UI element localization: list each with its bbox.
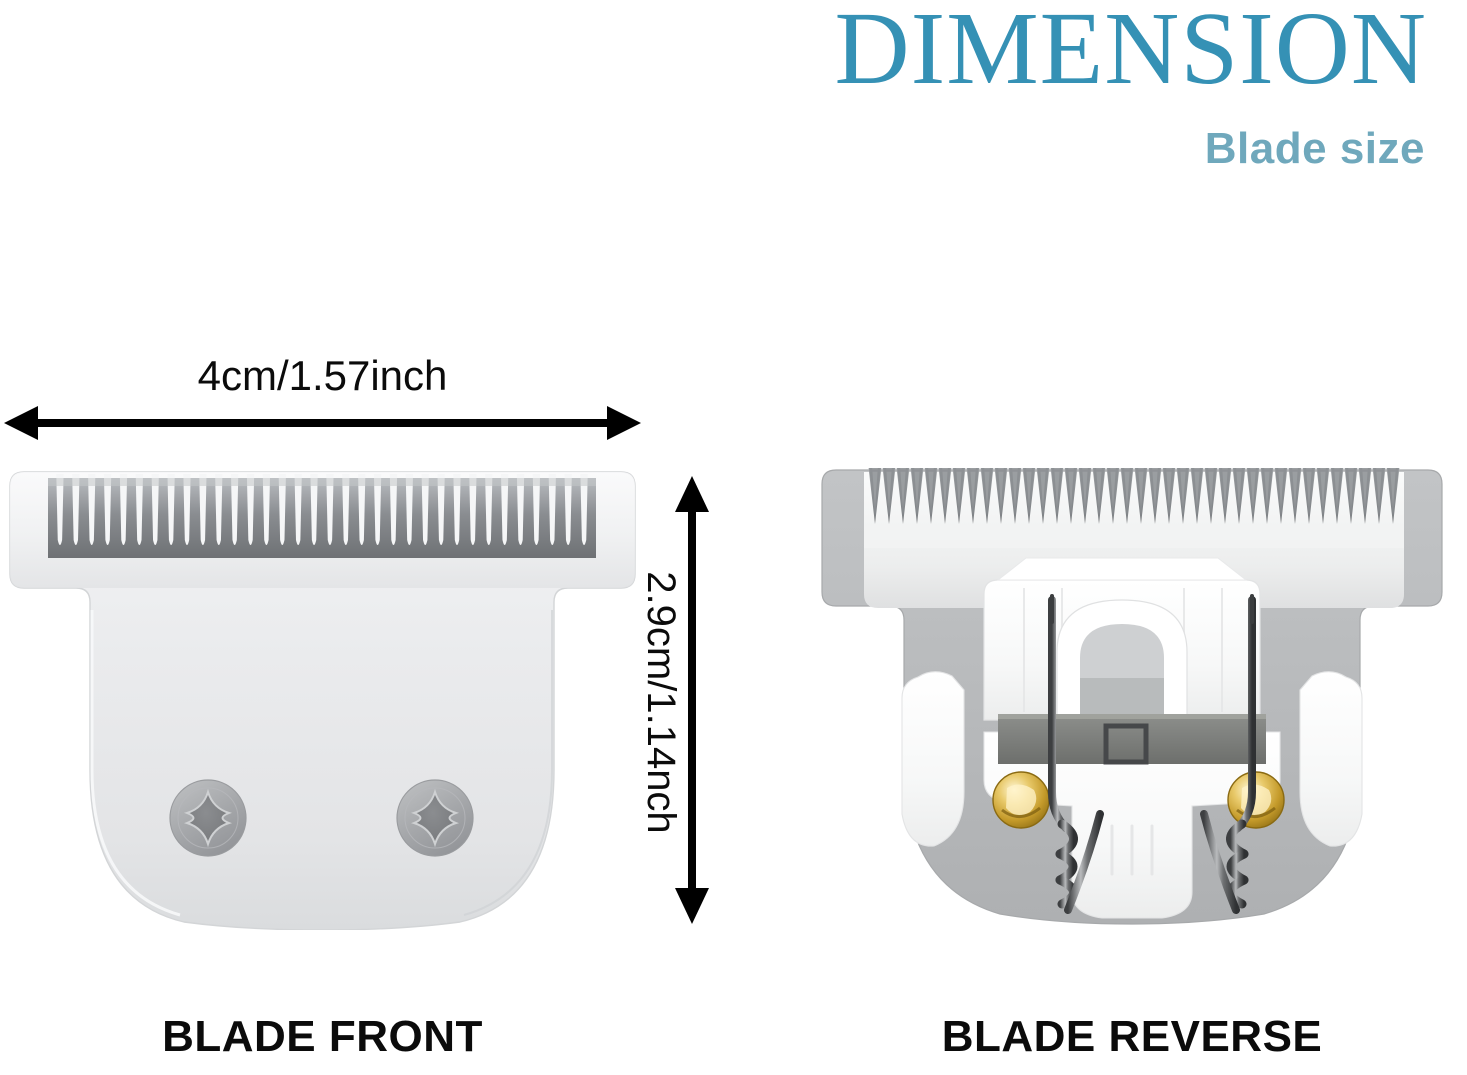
blade-front-tooth-gap	[199, 474, 207, 545]
blade-reverse-tooth-shade	[1037, 468, 1049, 520]
blade-reverse-teeth	[868, 468, 1400, 524]
blade-reverse-tooth-shade	[1345, 468, 1357, 520]
height-dimension-annotation: 2.9cm/1.14nch	[639, 470, 765, 935]
blade-front-tooth-gap	[56, 474, 64, 545]
blade-reverse-tooth-shade	[1317, 468, 1329, 520]
blade-front-tooth-gap	[500, 474, 509, 545]
blade-reverse-tooth-shade	[1051, 468, 1063, 520]
blade-front-tooth-gap	[246, 474, 255, 545]
blade-front-tooth-gap	[119, 474, 128, 545]
blade-front-tooth-gap	[262, 474, 271, 545]
blade-reverse-tooth-shade	[1023, 468, 1035, 520]
blade-reverse-tooth-shade	[1093, 468, 1105, 520]
blade-front-tooth-gap	[151, 474, 159, 545]
blade-reverse-tooth-shade	[869, 468, 881, 520]
blade-front-screw-right	[396, 779, 474, 857]
blade-reverse-tooth-shade	[1289, 468, 1301, 520]
blade-front-tooth-gap	[405, 474, 414, 545]
blade-front-tooth-gap	[389, 474, 398, 545]
page-subtitle: Blade size	[1204, 124, 1425, 173]
blade-reverse-tooth-shade	[1191, 468, 1203, 520]
blade-reverse-metal-bar	[998, 714, 1266, 765]
blade-reverse-tooth-shade	[1065, 468, 1077, 520]
blade-reverse-tooth-shade	[1275, 468, 1287, 520]
blade-reverse-tooth-shade	[925, 468, 937, 520]
blade-front-tooth-gap	[421, 474, 429, 545]
blade-reverse-tooth-shade	[1163, 468, 1175, 520]
blade-front-tooth-gap	[215, 474, 223, 545]
blade-reverse-gold-screw-left	[992, 771, 1050, 829]
blade-reverse-tooth-shade	[1387, 468, 1399, 520]
blade-front-tooth-gap	[580, 474, 588, 545]
blade-front-tooth-gap	[564, 474, 572, 545]
blade-reverse-tooth-shade	[1107, 468, 1119, 520]
blade-reverse-tooth-shade	[1079, 468, 1091, 520]
blade-front-tooth-gap	[230, 474, 239, 545]
blade-front-tooth-gap	[453, 474, 461, 545]
width-dimension-label: 4cm/1.57inch	[197, 352, 448, 399]
blade-reverse-tooth-shade	[1121, 468, 1133, 520]
blade-front-tooth-gap	[485, 474, 493, 545]
blade-front-tooth-gap	[310, 474, 318, 545]
blade-front-tooth-gap	[294, 474, 302, 545]
blade-reverse-spring-left	[1048, 594, 1104, 914]
blade-front-tooth-gap	[103, 474, 112, 545]
blade-reverse-tooth-shade	[883, 468, 895, 520]
blade-reverse-tooth-shade	[897, 468, 909, 520]
header: DIMENSION Blade size	[0, 0, 1467, 200]
blade-front-tooth-gap	[373, 474, 382, 545]
blade-front-tooth-gap	[326, 474, 334, 545]
blade-reverse-tooth-shade	[1205, 468, 1217, 520]
blade-front-tooth-gap	[516, 474, 525, 545]
blade-reverse-tooth-shade	[967, 468, 979, 520]
blade-front-tooth-gap	[183, 474, 191, 545]
blade-reverse-tooth-shade	[1009, 468, 1021, 520]
blade-front-tooth-gap	[135, 474, 144, 545]
width-dimension-annotation: 4cm/1.57inch	[0, 352, 650, 442]
blade-reverse-tooth-shade	[1149, 468, 1161, 520]
caption-blade-front: BLADE FRONT	[162, 1012, 483, 1061]
blade-reverse-image	[821, 468, 1443, 925]
blade-front-tooth-gap	[167, 474, 175, 545]
blade-reverse-tooth-shade	[1331, 468, 1343, 520]
blade-front-tooth-gap	[437, 474, 445, 545]
blade-reverse-tooth-shade	[953, 468, 965, 520]
blade-front-tooth-gap	[278, 474, 286, 545]
blade-front-tooth-gap	[469, 474, 477, 545]
blade-reverse-tooth-shade	[939, 468, 951, 520]
blade-front-tooth-gap	[342, 474, 350, 545]
caption-blade-reverse: BLADE REVERSE	[941, 1012, 1323, 1061]
blade-front-tooth-gap	[358, 474, 366, 545]
blade-reverse-tooth-shade	[1247, 468, 1259, 520]
blade-reverse-tooth-shade	[981, 468, 993, 520]
height-double-arrow-icon	[675, 476, 709, 924]
blade-front-image	[9, 471, 636, 930]
blade-front-screw-left	[169, 779, 247, 857]
blade-reverse-tooth-shade	[1135, 468, 1147, 520]
blade-front-tooth-gap	[72, 474, 80, 545]
blade-reverse-tooth-shade	[911, 468, 923, 520]
blade-reverse-tooth-shade	[1359, 468, 1371, 520]
page-title: DIMENSION	[834, 0, 1427, 106]
width-double-arrow-icon	[4, 406, 641, 440]
blade-front-tooth-gap	[548, 474, 556, 545]
blade-reverse-spring-right	[1200, 594, 1256, 914]
blade-reverse-tooth-shade	[1373, 468, 1385, 520]
blade-reverse-tooth-shade	[1177, 468, 1189, 520]
blade-front-tooth-gap	[88, 474, 96, 545]
blade-reverse-tooth-shade	[1219, 468, 1231, 520]
blade-reverse-tooth-shade	[1261, 468, 1273, 520]
blade-front-teeth	[48, 474, 596, 558]
blade-reverse-tooth-shade	[995, 468, 1007, 520]
blade-reverse-tooth-shade	[1303, 468, 1315, 520]
blade-front-tooth-gap	[532, 474, 541, 545]
blade-reverse-tooth-shade	[1233, 468, 1245, 520]
